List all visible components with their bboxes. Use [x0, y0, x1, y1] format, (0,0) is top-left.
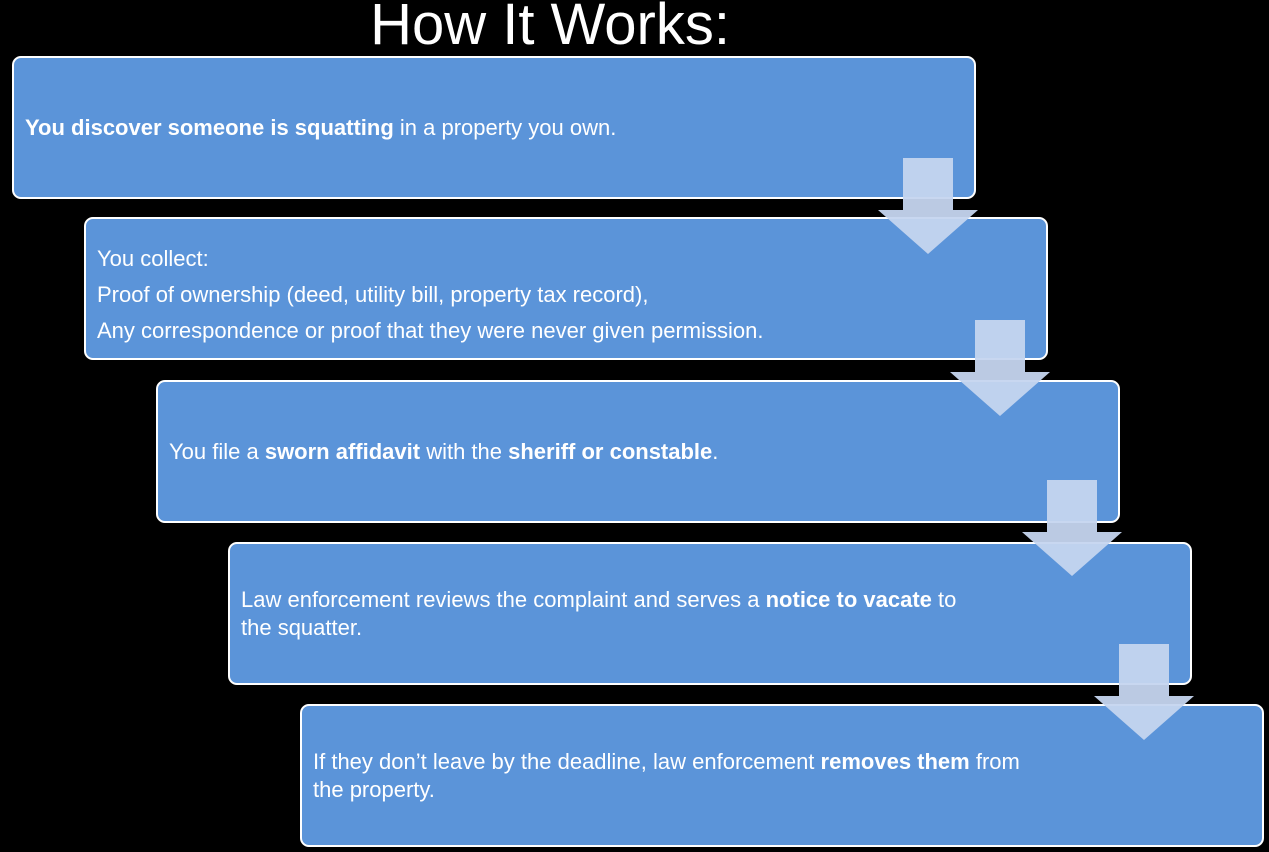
step-3-plain-text: with the: [420, 438, 509, 464]
step-1-plain-text: in a property you own.: [393, 114, 617, 140]
step-4-plain-text: Law enforcement reviews the complaint an…: [241, 586, 766, 612]
step-5-plain-text: If they don’t leave by the deadline, law…: [313, 748, 821, 774]
step-5-text: If they don’t leave by the deadline, law…: [313, 748, 1033, 804]
down-arrow-icon: [1022, 480, 1122, 576]
down-arrow-icon: [878, 158, 978, 254]
step-3-box: You file a sworn affidavit with the sher…: [156, 380, 1120, 523]
step-2-box: You collect: Proof of ownership (deed, u…: [84, 217, 1048, 360]
step-3-bold-text: sworn affidavit: [264, 438, 421, 464]
step-4-box: Law enforcement reviews the complaint an…: [228, 542, 1192, 685]
step-4-bold-text: notice to vacate: [765, 586, 932, 612]
step-2-line: Any correspondence or proof that they we…: [97, 318, 764, 343]
step-1-bold-text: You discover someone is squatting: [25, 114, 394, 140]
step-1-box: You discover someone is squatting in a p…: [12, 56, 976, 199]
page-title: How It Works:: [370, 0, 730, 57]
step-3-bold-text: sheriff or constable: [508, 438, 713, 464]
step-2-line: You collect:: [97, 246, 209, 271]
step-3-plain-text: .: [712, 438, 719, 464]
step-5-box: If they don’t leave by the deadline, law…: [300, 704, 1264, 847]
step-5-plain-text: from the property.: [313, 748, 1020, 802]
step-5-bold-text: removes them: [820, 748, 970, 774]
step-4-text: Law enforcement reviews the complaint an…: [241, 586, 961, 642]
step-3-plain-text: You file a: [169, 438, 265, 464]
step-1-text: You discover someone is squatting in a p…: [25, 114, 974, 142]
step-3-text: You file a sworn affidavit with the sher…: [169, 438, 1118, 466]
down-arrow-icon: [1094, 644, 1194, 740]
step-2-line: Proof of ownership (deed, utility bill, …: [97, 282, 649, 307]
down-arrow-icon: [950, 320, 1050, 416]
step-4-plain-text: to the squatter.: [241, 586, 957, 640]
